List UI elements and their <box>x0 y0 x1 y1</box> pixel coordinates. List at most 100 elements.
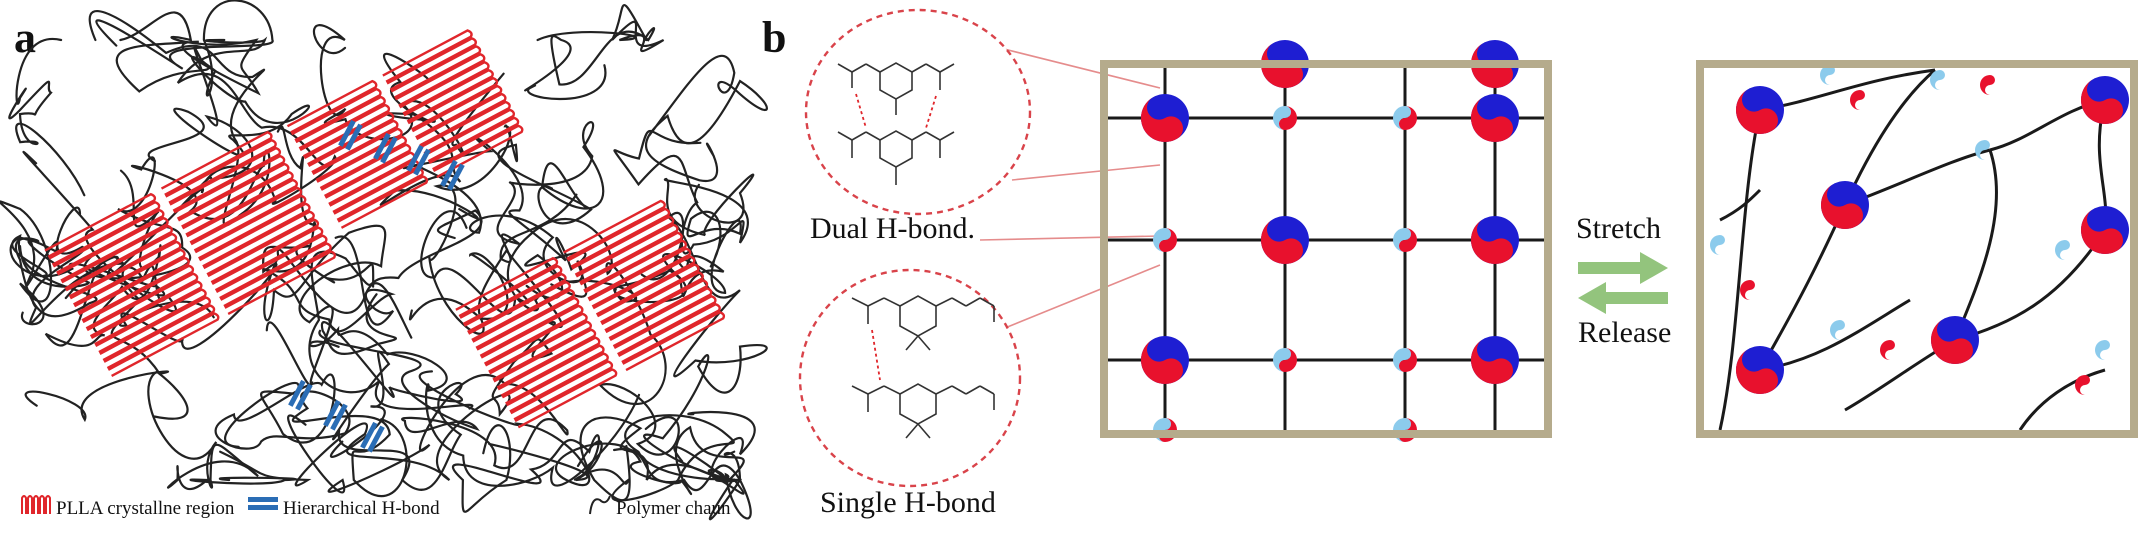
single-hbond-node <box>1273 348 1297 372</box>
broken-hbond-fragment <box>1710 235 1725 255</box>
polymer-chain <box>420 124 593 335</box>
chain-fold <box>609 287 713 348</box>
stretched-network-frame <box>1696 60 2138 438</box>
chain-fold <box>424 108 516 163</box>
hbond-pair <box>360 421 385 453</box>
chain-fold <box>468 280 571 341</box>
polymer-chain <box>613 129 755 255</box>
chain-fold <box>407 76 499 131</box>
polymer-chain <box>219 248 564 487</box>
chain-fold <box>173 154 286 220</box>
polymer-chain <box>645 54 768 182</box>
strand <box>1953 149 1998 341</box>
chain-fold <box>65 232 178 298</box>
chain-fold <box>182 170 294 236</box>
chain-fold <box>390 45 482 99</box>
chain-fold <box>194 194 307 260</box>
broken-hbond-fragment <box>2055 240 2070 260</box>
chain-fold <box>303 111 395 166</box>
chain-fold <box>455 256 559 318</box>
polymer-chain <box>214 373 408 498</box>
polymer-chain <box>452 424 601 513</box>
chain-fold <box>78 256 190 322</box>
panel-b-letter: b <box>762 13 786 62</box>
chain-fold <box>86 272 199 338</box>
broken-hbond-fragment <box>1830 320 1845 340</box>
legend-crystalline-label: PLLA crystallne region <box>56 498 235 519</box>
chain-fold <box>563 199 666 260</box>
broken-hbond-fragment <box>1850 90 1865 110</box>
strand <box>2018 368 2106 431</box>
relaxed-network-frame <box>1100 60 1552 438</box>
dual-hbond-node <box>1736 86 1784 134</box>
chain-fold <box>463 272 567 333</box>
chain-fold <box>472 288 576 349</box>
hbond-pair <box>288 379 313 411</box>
broken-hbond-fragment <box>2075 375 2090 395</box>
chain-fold <box>169 146 282 212</box>
chain-fold <box>57 216 169 282</box>
dual-hbond-node <box>1736 346 1784 394</box>
polymer-chain <box>263 224 413 387</box>
chain-fold <box>386 37 477 91</box>
single-hbond-dash <box>871 329 881 381</box>
chain-fold <box>506 352 609 413</box>
chain-fold <box>220 242 332 308</box>
hbond-pair <box>323 399 348 431</box>
dual-hbond-node <box>1141 336 1189 384</box>
chain-fold <box>52 208 165 274</box>
crystalline-lamella <box>44 130 336 378</box>
strand <box>1718 109 1762 431</box>
polymer-chain <box>287 329 569 494</box>
chain-fold <box>69 240 182 306</box>
polymer-chain <box>263 125 396 333</box>
dual-hbond-zoom-circle <box>804 8 1032 216</box>
single-hbond-node <box>1153 228 1177 252</box>
polymer-chain <box>506 218 688 456</box>
polymer-chain <box>402 136 588 300</box>
zoom-connectors <box>979 47 1161 331</box>
hbond-pair <box>406 144 431 176</box>
broken-hbond-fragment <box>1980 75 1995 95</box>
chain-fold <box>95 288 207 354</box>
chain-fold <box>484 312 588 373</box>
stretch-label: Stretch <box>1576 212 1661 245</box>
single-hbond-node <box>1393 228 1417 252</box>
dual-hbond-node <box>1931 316 1979 364</box>
chain-fold <box>613 294 717 356</box>
chain-fold <box>596 263 700 324</box>
polymer-chain <box>312 24 505 155</box>
dual-hbond-node <box>1471 94 1519 142</box>
chain-fold <box>61 224 173 290</box>
network-relaxed <box>1100 40 1552 442</box>
dual-hbond-node <box>2081 76 2129 124</box>
chain-fold <box>107 312 220 378</box>
single-hbond-node <box>1393 348 1417 372</box>
release-arrow <box>1578 282 1668 314</box>
dual-hbond-node <box>1821 181 1869 229</box>
chain-fold <box>190 186 303 252</box>
chain-fold <box>165 138 277 204</box>
chain-fold <box>90 280 203 346</box>
single-hbond-label: Single H-bond <box>820 486 996 519</box>
legend-crystalline-swatch <box>21 495 51 514</box>
release-label: Release <box>1578 316 1671 349</box>
chain-fold <box>186 178 298 244</box>
legend-panel-a: PLLA crystallne region Hierarchical H-bo… <box>21 495 731 519</box>
legend-chain-swatch <box>589 495 611 515</box>
chain-fold <box>337 175 429 229</box>
chain-fold <box>203 210 315 276</box>
chain-fold <box>411 84 503 139</box>
strand <box>1719 188 1762 222</box>
chain-fold <box>567 207 671 268</box>
legend-hbond-label: Hierarchical H-bond <box>283 498 440 519</box>
chain-fold <box>579 231 683 292</box>
chain-fold <box>617 302 721 364</box>
dual-hbond-label: Dual H-bond. <box>810 212 975 245</box>
chain-fold <box>160 130 273 196</box>
crystalline-lamella <box>455 199 726 429</box>
polymer-chain <box>115 11 261 215</box>
single-hbond-node <box>1393 106 1417 130</box>
